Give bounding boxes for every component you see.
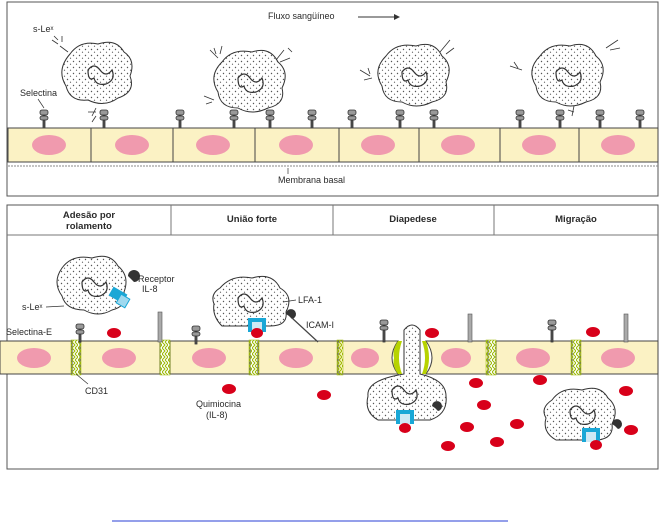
endothelium-top — [8, 128, 658, 162]
leukocyte-rolling — [57, 256, 126, 314]
leukocyte-1 — [62, 42, 132, 103]
bottom-panel: Adesão por rolamento União forte Diapede… — [0, 205, 658, 469]
selectin-e-label: Selectina-E — [6, 327, 52, 337]
icam-label: ICAM-I — [306, 320, 334, 330]
cd31-label: CD31 — [85, 386, 108, 396]
sle-label: s-Leˣ — [33, 24, 54, 34]
header-adhesion-line2: rolamento — [66, 221, 112, 232]
chemokine-label-line2: (IL-8) — [206, 410, 228, 420]
leukocyte-3 — [378, 44, 449, 106]
membrane-label: Membrana basal — [278, 175, 345, 185]
chemokine-label-line1: Quimiocina — [196, 399, 241, 409]
selectin-label: Selectina — [20, 88, 57, 98]
receptor-label-line2: IL-8 — [142, 284, 158, 294]
receptor-label-line1: Receptor — [138, 274, 175, 284]
header-adhesion-line1: Adesão por — [63, 210, 116, 221]
header-migration: Migração — [555, 214, 597, 225]
lfa1-label: LFA-1 — [298, 295, 322, 305]
endothelium-bottom — [0, 341, 658, 374]
leukocyte-4 — [532, 44, 603, 106]
header-diapedesis: Diapedese — [389, 214, 437, 225]
leukocyte-2 — [214, 50, 285, 112]
top-panel: Fluxo sangüíneo s-Leˣ Selectina — [7, 2, 658, 196]
header-strong-union: União forte — [227, 214, 277, 225]
flow-label: Fluxo sangüíneo — [268, 11, 335, 21]
sle-bottom-label: s-Leˣ — [22, 302, 43, 312]
